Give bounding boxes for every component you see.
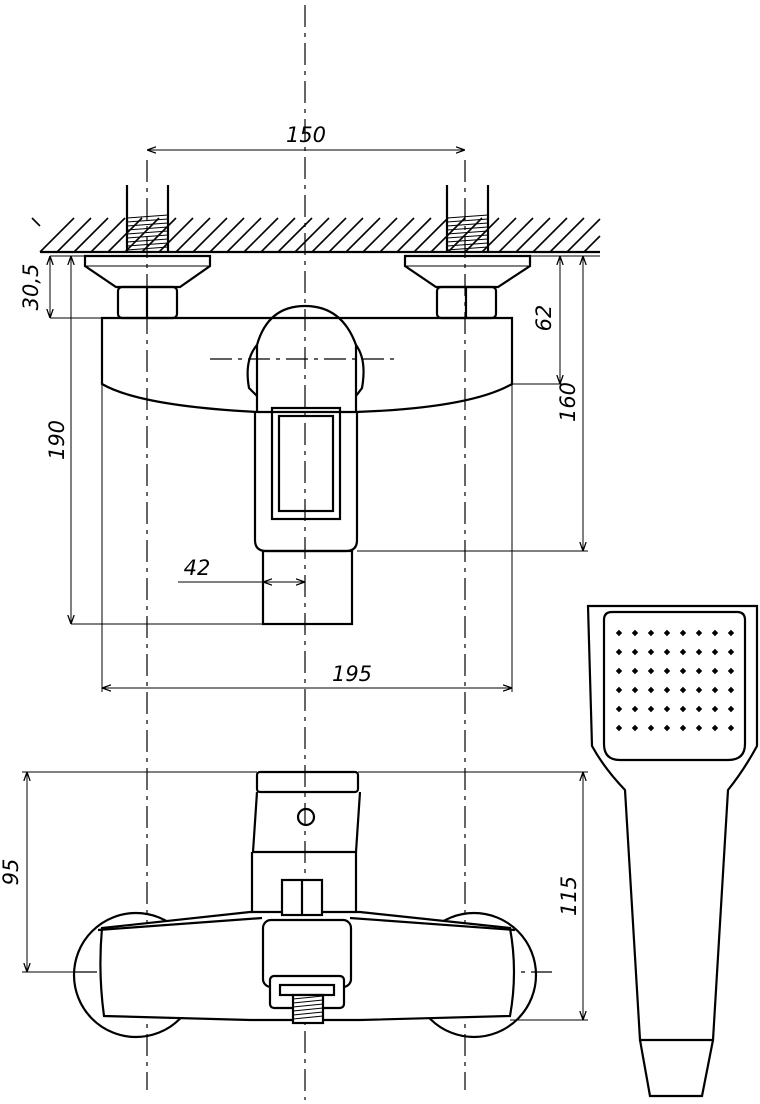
nozzle-dot bbox=[711, 629, 719, 637]
nozzle-dot bbox=[727, 629, 735, 637]
nozzle-dot bbox=[647, 705, 655, 713]
wall-hatching bbox=[31, 217, 601, 254]
nozzle-dot bbox=[615, 724, 623, 732]
dimension-115: 115 bbox=[358, 771, 588, 1021]
escutcheon-left bbox=[83, 254, 212, 289]
nozzle-dot bbox=[679, 629, 687, 637]
nozzle-dot bbox=[727, 686, 735, 694]
nozzle-dot bbox=[727, 705, 735, 713]
nozzle-dot bbox=[647, 724, 655, 732]
dim-text-42: 42 bbox=[184, 556, 211, 580]
dim-text-160: 160 bbox=[556, 382, 580, 422]
nozzle-dot bbox=[679, 705, 687, 713]
nozzle-dot bbox=[695, 648, 703, 656]
dim-text-195: 195 bbox=[332, 662, 372, 686]
dim-text-115: 115 bbox=[557, 876, 581, 916]
nozzle-dot bbox=[647, 629, 655, 637]
shower-nozzle-grid bbox=[615, 629, 735, 732]
nozzle-dot bbox=[647, 648, 655, 656]
nozzle-dot bbox=[711, 705, 719, 713]
nozzle-dot bbox=[631, 686, 639, 694]
wall-pipes bbox=[125, 185, 490, 252]
nozzle-dot bbox=[631, 667, 639, 675]
nozzle-dot bbox=[647, 667, 655, 675]
nozzle-dot bbox=[695, 686, 703, 694]
nozzle-dot bbox=[727, 648, 735, 656]
dimension-30-5: 30,5 bbox=[19, 255, 118, 319]
nut-right bbox=[435, 285, 498, 320]
mixer-body-front-view bbox=[72, 770, 538, 1039]
hand-shower bbox=[586, 604, 759, 1098]
nozzle-dot bbox=[663, 724, 671, 732]
nozzle-dot bbox=[615, 705, 623, 713]
nozzle-dot bbox=[615, 667, 623, 675]
nozzle-dot bbox=[679, 648, 687, 656]
dimension-62: 62 bbox=[512, 255, 600, 385]
nozzle-dot bbox=[679, 686, 687, 694]
dim-text-62: 62 bbox=[532, 305, 556, 332]
nozzle-dot bbox=[695, 724, 703, 732]
nozzle-dot bbox=[615, 648, 623, 656]
nozzle-dot bbox=[631, 705, 639, 713]
nozzle-dot bbox=[695, 629, 703, 637]
nozzle-dot bbox=[727, 667, 735, 675]
nozzle-dot bbox=[711, 648, 719, 656]
nozzle-dot bbox=[647, 686, 655, 694]
dimension-150: 150 bbox=[147, 123, 465, 150]
nozzle-dot bbox=[727, 724, 735, 732]
nut-left bbox=[116, 285, 179, 320]
nozzle-dot bbox=[663, 629, 671, 637]
nozzle-dot bbox=[663, 686, 671, 694]
nozzle-dot bbox=[695, 667, 703, 675]
nozzle-dot bbox=[631, 629, 639, 637]
dimension-160: 160 bbox=[357, 256, 588, 552]
nozzle-dot bbox=[631, 724, 639, 732]
nozzle-dot bbox=[711, 686, 719, 694]
dimension-190: 190 bbox=[45, 256, 263, 625]
dim-text-190: 190 bbox=[45, 420, 69, 460]
nozzle-dot bbox=[711, 667, 719, 675]
nozzle-dot bbox=[663, 705, 671, 713]
nozzle-dot bbox=[631, 648, 639, 656]
nozzle-dot bbox=[663, 667, 671, 675]
dimension-195: 195 bbox=[101, 384, 513, 692]
nozzle-dot bbox=[695, 705, 703, 713]
nozzle-dot bbox=[679, 724, 687, 732]
nozzle-dot bbox=[711, 724, 719, 732]
dim-text-95: 95 bbox=[0, 859, 23, 886]
dim-text-150: 150 bbox=[286, 123, 326, 147]
dimension-42: 42 bbox=[178, 556, 305, 582]
nozzle-dot bbox=[663, 648, 671, 656]
escutcheon-right bbox=[403, 254, 532, 289]
dim-text-30-5: 30,5 bbox=[19, 264, 43, 311]
nozzle-dot bbox=[615, 629, 623, 637]
nozzle-dot bbox=[679, 667, 687, 675]
nozzle-dot bbox=[615, 686, 623, 694]
dimension-95: 95 bbox=[0, 771, 257, 973]
mixer-body-top-view bbox=[100, 304, 514, 626]
